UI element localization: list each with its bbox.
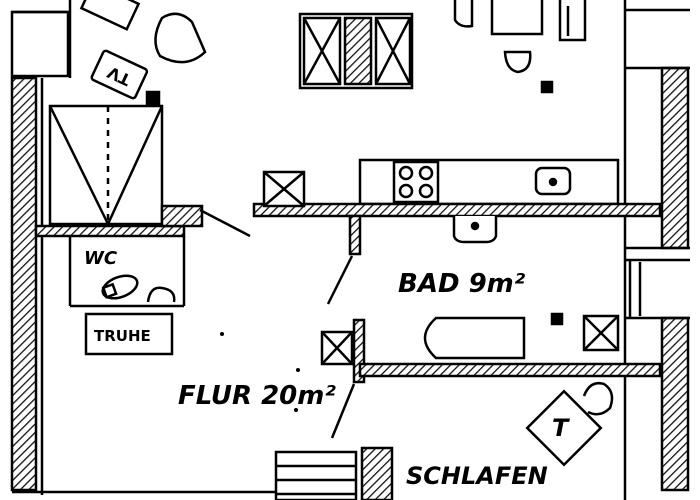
burner-3: [398, 183, 414, 199]
inner-walls: [326, 214, 662, 500]
chair-right: [558, 0, 587, 42]
truhe-label: TRUHE: [94, 327, 151, 345]
bathtub: [423, 316, 526, 360]
door-swing-upper: [199, 208, 251, 238]
tv-box: TV: [90, 49, 149, 100]
shaft-bath: [582, 314, 620, 352]
burner-2: [418, 165, 434, 181]
wc-room: WC: [68, 236, 186, 308]
burner-4: [418, 183, 434, 199]
wc-label: WC: [84, 248, 118, 269]
living-room: TV: [79, 0, 587, 106]
kitchen-counter: [358, 158, 620, 206]
dining-table: [490, 0, 544, 36]
stairs: [274, 450, 358, 500]
wc-sink: [146, 286, 176, 303]
schlafen-label: SCHLAFEN: [406, 462, 548, 490]
wardrobe: [48, 104, 164, 226]
outer-walls: [10, 0, 690, 500]
bad-label: BAD 9m²: [398, 269, 526, 299]
stove: [392, 160, 440, 204]
small-dot: [145, 90, 161, 106]
bath-dot: [550, 312, 564, 326]
top-left-pillar: [10, 10, 70, 78]
armchair: [79, 0, 141, 31]
round-chair: [154, 12, 207, 64]
cabinet-middle: [343, 16, 373, 86]
cabinet-right: [374, 16, 412, 86]
lamp: [582, 382, 614, 416]
wall-stub: [160, 204, 204, 228]
right-outer-wall-bottom: [660, 316, 690, 492]
small-dot-2: [540, 80, 554, 94]
bedroom: SCHLAFEN T: [406, 382, 614, 490]
right-outer-wall-top: [660, 66, 690, 250]
truhe-chest: TRUHE: [84, 312, 174, 356]
wall-wc-top: [34, 224, 186, 238]
flur-label: FLUR 20m²: [178, 381, 336, 411]
wall-bath-bottom: [358, 362, 662, 378]
burner-1: [398, 165, 414, 181]
left-outer-wall: [10, 76, 38, 492]
chair-left: [453, 0, 474, 28]
bath-door-swing: [326, 255, 354, 305]
t-label: T: [552, 414, 570, 442]
cabinet-left: [302, 16, 342, 86]
chair-bottom: [503, 50, 532, 74]
bedroom-door-swing: [330, 383, 356, 439]
shaft-top: [262, 170, 306, 208]
kitchen-sink: [534, 166, 572, 196]
shaft-hall: [320, 330, 354, 366]
nightstand: [525, 389, 603, 467]
wall-kitchen-bath: [252, 202, 662, 218]
bathroom: BAD 9m²: [398, 216, 620, 360]
